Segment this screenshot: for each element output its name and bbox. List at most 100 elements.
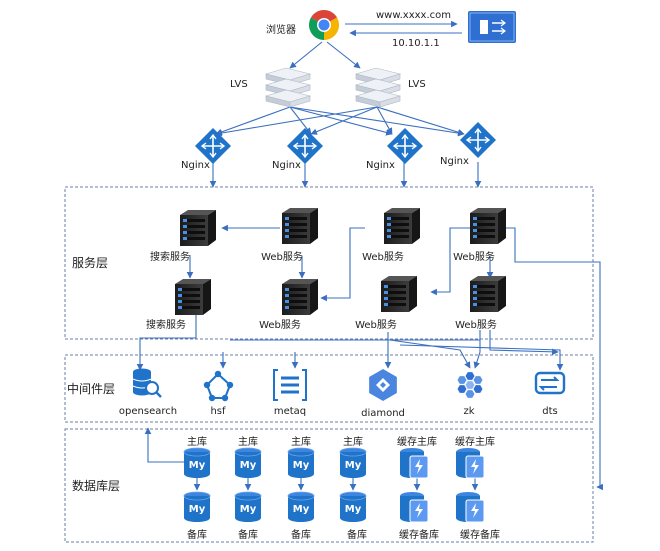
db-master-label-4: 主库 bbox=[343, 437, 363, 448]
lvs-server-icon-1 bbox=[264, 67, 312, 108]
server-icon-search-1 bbox=[180, 210, 216, 246]
middleware-layer-title: 中间件层 bbox=[67, 382, 116, 396]
mysql-slave-icon-4: My bbox=[339, 491, 367, 522]
nginx-label-1: Nginx bbox=[181, 160, 210, 171]
server-label-web-2: Web服务 bbox=[362, 252, 404, 263]
db-master-label-1: 主库 bbox=[187, 437, 207, 448]
mysql-master-icon-4: My bbox=[339, 447, 367, 478]
cache-master-label-1: 缓存主库 bbox=[397, 437, 437, 448]
link-lvs2-nginx-1 bbox=[215, 106, 378, 137]
db-slave-label-1: 备库 bbox=[187, 530, 207, 541]
server-icon-web-2 bbox=[384, 208, 420, 244]
router-icon-1 bbox=[195, 128, 231, 164]
mw-label-metaq: metaq bbox=[273, 406, 307, 417]
link-web5-zk bbox=[389, 339, 471, 369]
link-web3-db-layer bbox=[505, 227, 601, 487]
cache-slave-icon-2 bbox=[456, 492, 485, 523]
chrome-icon bbox=[309, 9, 340, 40]
cache-master-icon-2 bbox=[456, 448, 485, 479]
dts-icon bbox=[534, 371, 566, 395]
nginx-label-3: Nginx bbox=[366, 160, 395, 171]
server-label-web-4: Web服务 bbox=[259, 320, 301, 331]
mysql-slave-icon-1: My bbox=[183, 491, 211, 522]
database-layer-box bbox=[64, 428, 594, 543]
mw-label-opensearch: opensearch bbox=[118, 406, 178, 417]
db-icon-text: My bbox=[189, 460, 206, 471]
server-icon-web-5 bbox=[381, 276, 417, 312]
mysql-slave-icon-3: My bbox=[287, 491, 315, 522]
mw-label-dts: dts bbox=[542, 406, 558, 417]
server-label-web-5: Web服务 bbox=[355, 320, 397, 331]
mysql-master-icon-1: My bbox=[183, 447, 211, 478]
mw-label-zk: zk bbox=[463, 406, 475, 417]
nginx-label-2: Nginx bbox=[272, 160, 301, 171]
db-icon-text: My bbox=[293, 504, 310, 515]
lvs-server-icon-2 bbox=[354, 67, 402, 108]
server-label-search-2: 搜索服务 bbox=[146, 320, 186, 331]
db-icon-text: My bbox=[189, 504, 206, 515]
link-opensearch-db bbox=[144, 427, 184, 463]
link-browser-lvs-2 bbox=[326, 41, 361, 69]
link-lvs2-nginx-4 bbox=[376, 106, 465, 136]
database-layer-title: 数据库层 bbox=[72, 479, 121, 493]
service-layer-title: 服务层 bbox=[72, 256, 109, 270]
link-web6-zk bbox=[473, 330, 481, 369]
connections bbox=[136, 20, 603, 491]
db-slave-label-3: 备库 bbox=[291, 530, 311, 541]
hsf-icon bbox=[203, 370, 234, 402]
server-label-web-3: Web服务 bbox=[453, 252, 495, 263]
browser-label: 浏览器 bbox=[266, 25, 296, 36]
link-search2-opensearch bbox=[136, 312, 197, 371]
server-icon-web-4 bbox=[282, 279, 318, 315]
lvs-label-2: LVS bbox=[408, 79, 426, 90]
opensearch-icon bbox=[132, 368, 162, 398]
cache-master-label-2: 缓存主库 bbox=[455, 437, 495, 448]
db-icon-text: My bbox=[345, 504, 362, 515]
router-icon-2 bbox=[287, 128, 323, 164]
mysql-slave-icon-2: My bbox=[234, 491, 262, 522]
cache-slave-label-2: 缓存备库 bbox=[460, 530, 500, 541]
db-icon-text: My bbox=[293, 460, 310, 471]
db-icon-text: My bbox=[345, 460, 362, 471]
db-master-label-2: 主库 bbox=[238, 437, 258, 448]
dns-server-icon bbox=[468, 11, 516, 43]
mysql-master-icon-3: My bbox=[287, 447, 315, 478]
db-slave-label-4: 备库 bbox=[347, 530, 367, 541]
link-web5-dts bbox=[399, 344, 564, 371]
db-icon-text: My bbox=[240, 460, 257, 471]
mysql-master-icon-2: My bbox=[234, 447, 262, 478]
nginx-label-4: Nginx bbox=[440, 156, 469, 167]
link-lvs1-nginx-4 bbox=[289, 106, 465, 137]
link-web3-web5 bbox=[430, 227, 470, 296]
server-icon-web-6 bbox=[470, 276, 506, 312]
zk-icon bbox=[457, 372, 483, 398]
db-master-label-3: 主库 bbox=[291, 437, 311, 448]
server-icon-search-2 bbox=[175, 279, 211, 315]
server-icon-web-3 bbox=[470, 208, 506, 244]
link-lvs1-nginx-1 bbox=[215, 106, 291, 136]
cache-master-icon-1 bbox=[400, 448, 429, 479]
link-lvs1-nginx-2 bbox=[289, 106, 312, 135]
cache-slave-label-1: 缓存备库 bbox=[399, 530, 439, 541]
service-layer-box bbox=[64, 186, 594, 340]
router-icon-4 bbox=[460, 122, 496, 158]
server-label-web-1: Web服务 bbox=[261, 252, 303, 263]
ip-label: 10.10.1.1 bbox=[392, 38, 440, 49]
server-label-web-6: Web服务 bbox=[455, 320, 497, 331]
lvs-label-1: LVS bbox=[230, 79, 248, 90]
server-icon-web-1 bbox=[282, 208, 318, 244]
metaq-icon bbox=[273, 369, 307, 401]
diamond-icon bbox=[369, 369, 397, 401]
mw-label-diamond: diamond bbox=[361, 408, 405, 419]
mw-label-hsf: hsf bbox=[210, 406, 226, 417]
domain-label: www.xxxx.com bbox=[376, 10, 452, 21]
cache-slave-icon-1 bbox=[400, 492, 429, 523]
middleware-layer-box bbox=[64, 354, 594, 423]
link-lvs1-nginx-3 bbox=[289, 106, 393, 136]
db-icon-text: My bbox=[240, 504, 257, 515]
link-lvs2-nginx-2 bbox=[310, 106, 378, 135]
link-web2-web4 bbox=[320, 227, 365, 302]
